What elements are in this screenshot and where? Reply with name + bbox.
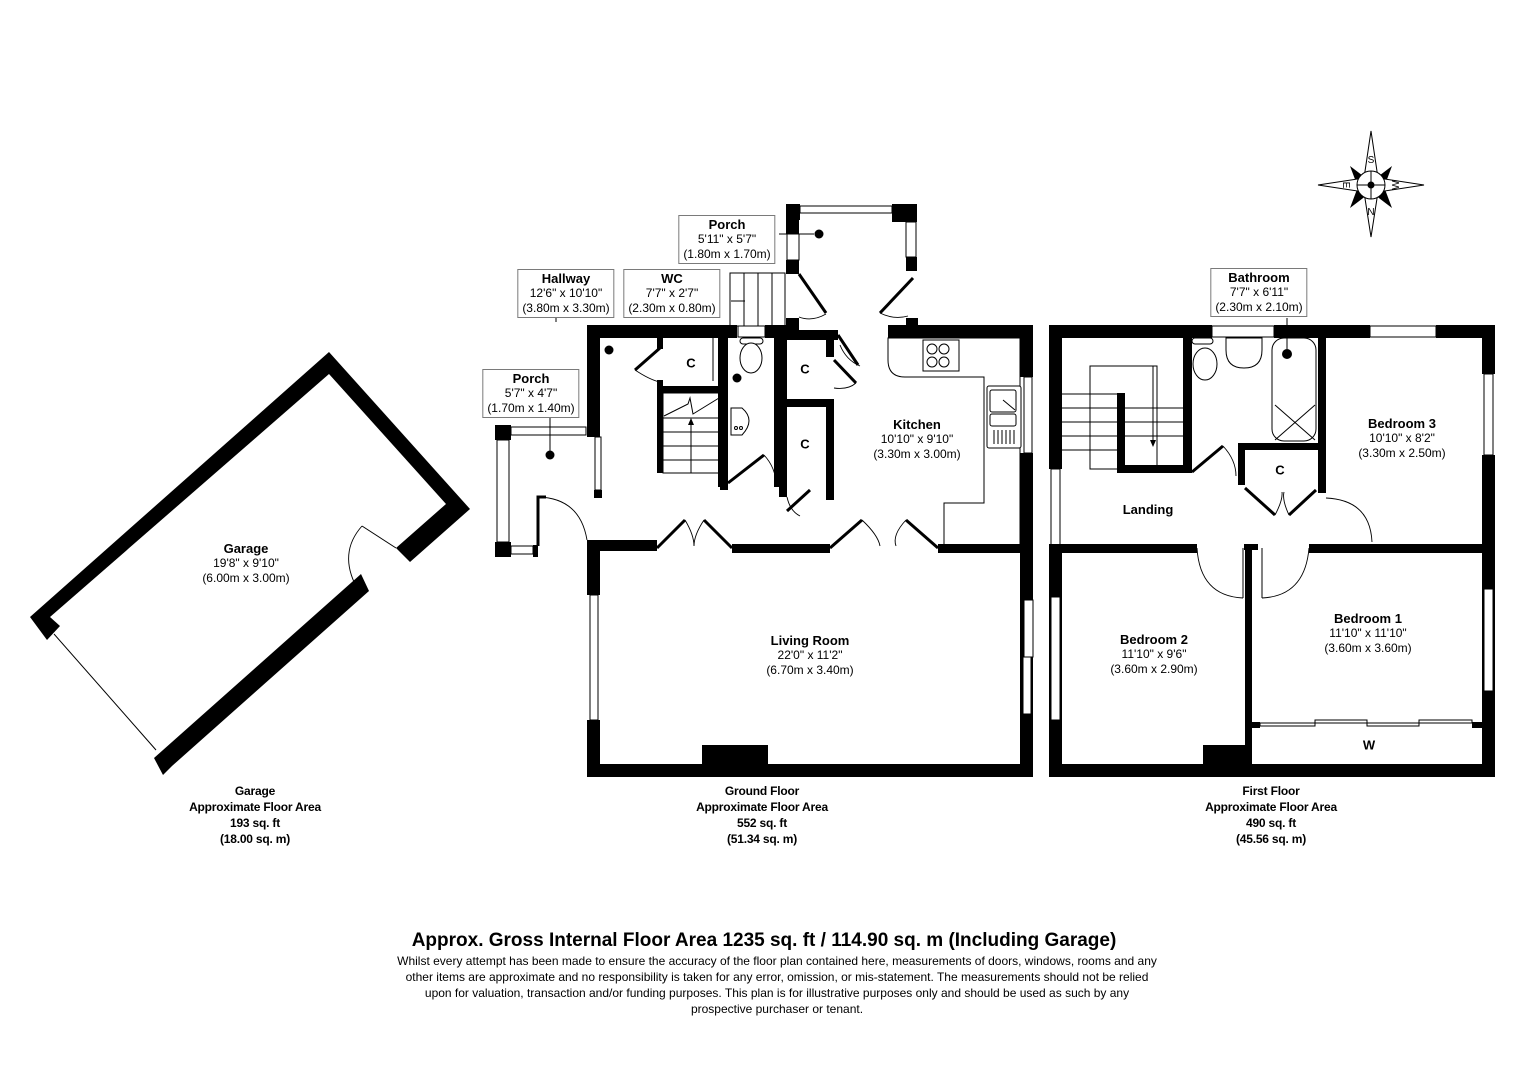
first-floor-plan xyxy=(1049,318,1495,777)
bedroom3-label: Bedroom 3 10'10" x 8'2" (3.30m x 2.50m) xyxy=(1358,416,1445,461)
wardrobe-label: W xyxy=(1362,737,1376,753)
room-metric: (1.70m x 1.40m) xyxy=(487,401,575,415)
side-porch-label: Porch 5'7" x 4'7" (1.70m x 1.40m) xyxy=(482,369,580,418)
area-subtitle: Approximate Floor Area xyxy=(189,800,321,814)
room-name: Garage xyxy=(223,541,269,556)
compass-west-label: W xyxy=(1391,180,1402,190)
kitchen-label: Kitchen 10'10" x 9'10" (3.30m x 3.00m) xyxy=(873,417,960,462)
bathroom-label: Bathroom 7'7" x 6'11" (2.30m x 2.10m) xyxy=(1210,268,1308,317)
room-name: Bedroom 3 xyxy=(1368,416,1436,431)
ground-floor-area-summary: Ground Floor Approximate Floor Area 552 … xyxy=(696,783,828,847)
first-floor-area-summary: First Floor Approximate Floor Area 490 s… xyxy=(1205,783,1337,847)
living-room-label: Living Room 22'0" x 11'2" (6.70m x 3.40m… xyxy=(766,633,853,678)
area-sqm: (51.34 sq. m) xyxy=(726,832,798,846)
cupboard-label-3: C xyxy=(800,436,810,452)
room-metric: (3.30m x 3.00m) xyxy=(873,447,961,461)
airing-cupboard-label: C xyxy=(1275,462,1285,478)
room-imperial: 10'10" x 8'2" xyxy=(1369,431,1435,445)
room-metric: (3.30m x 2.50m) xyxy=(1358,446,1446,460)
room-name: Porch xyxy=(512,371,550,386)
room-imperial: 22'0" x 11'2" xyxy=(777,648,843,662)
room-imperial: 19'8" x 9'10" xyxy=(213,556,279,570)
bedroom1-label: Bedroom 1 11'10" x 11'10" (3.60m x 3.60m… xyxy=(1324,611,1411,656)
area-subtitle: Approximate Floor Area xyxy=(1205,800,1337,814)
hallway-label: Hallway 12'6" x 10'10" (3.80m x 3.30m) xyxy=(517,269,615,318)
compass-rose-icon: S N E W xyxy=(1317,130,1425,238)
room-metric: (6.70m x 3.40m) xyxy=(766,663,854,677)
area-title: Garage xyxy=(234,784,276,798)
room-metric: (3.60m x 2.90m) xyxy=(1110,662,1198,676)
area-sqft: 552 sq. ft xyxy=(736,816,788,830)
compass-east-label: E xyxy=(1340,182,1351,189)
room-imperial: 7'7" x 2'7" xyxy=(645,286,699,300)
area-sqft: 193 sq. ft xyxy=(229,816,281,830)
garage-plan xyxy=(30,352,470,775)
room-imperial: 11'10" x 11'10" xyxy=(1329,626,1407,640)
ground-floor-plan xyxy=(495,204,1034,777)
room-name: Porch xyxy=(708,217,746,232)
room-imperial: 11'10" x 9'6" xyxy=(1121,647,1187,661)
front-porch-label: Porch 5'11" x 5'7" (1.80m x 1.70m) xyxy=(678,215,776,264)
compass-south-label: S xyxy=(1368,155,1375,166)
room-name: Hallway xyxy=(541,271,591,286)
room-metric: (3.60m x 3.60m) xyxy=(1324,641,1412,655)
room-imperial: 7'7" x 6'11" xyxy=(1229,285,1289,299)
room-name: WC xyxy=(661,271,683,286)
area-sqft: 490 sq. ft xyxy=(1245,816,1297,830)
area-sqm: (45.56 sq. m) xyxy=(1235,832,1307,846)
room-imperial: 5'11" x 5'7" xyxy=(697,232,757,246)
area-title: Ground Floor xyxy=(724,784,800,798)
garage-room-label: Garage 19'8" x 9'10" (6.00m x 3.00m) xyxy=(202,541,289,586)
room-metric: (6.00m x 3.00m) xyxy=(202,571,290,585)
compass-north-label: N xyxy=(1367,207,1374,218)
wc-label: WC 7'7" x 2'7" (2.30m x 0.80m) xyxy=(623,269,721,318)
bedroom2-label: Bedroom 2 11'10" x 9'6" (3.60m x 2.90m) xyxy=(1110,632,1197,677)
room-metric: (2.30m x 2.10m) xyxy=(1215,300,1303,314)
room-name: Bathroom xyxy=(1228,270,1290,285)
gross-floor-area-heading: Approx. Gross Internal Floor Area 1235 s… xyxy=(411,930,1117,951)
room-metric: (1.80m x 1.70m) xyxy=(683,247,771,261)
cupboard-label-1: C xyxy=(686,355,696,371)
room-metric: (2.30m x 0.80m) xyxy=(628,301,716,315)
room-name: Landing xyxy=(1122,502,1174,517)
room-name: Kitchen xyxy=(893,417,941,432)
room-imperial: 10'10" x 9'10" xyxy=(880,432,954,446)
garage-area-summary: Garage Approximate Floor Area 193 sq. ft… xyxy=(189,783,321,847)
area-title: First Floor xyxy=(1242,784,1300,798)
landing-label: Landing xyxy=(1123,502,1174,517)
room-imperial: 12'6" x 10'10" xyxy=(529,286,603,300)
room-imperial: 5'7" x 4'7" xyxy=(504,386,558,400)
disclaimer-text: Whilst every attempt has been made to en… xyxy=(397,954,1157,1016)
room-name: Bedroom 2 xyxy=(1120,632,1188,647)
cupboard-label-2: C xyxy=(800,361,810,377)
area-subtitle: Approximate Floor Area xyxy=(696,800,828,814)
room-name: Living Room xyxy=(770,633,850,648)
room-name: Bedroom 1 xyxy=(1334,611,1402,626)
room-metric: (3.80m x 3.30m) xyxy=(522,301,610,315)
area-sqm: (18.00 sq. m) xyxy=(219,832,291,846)
